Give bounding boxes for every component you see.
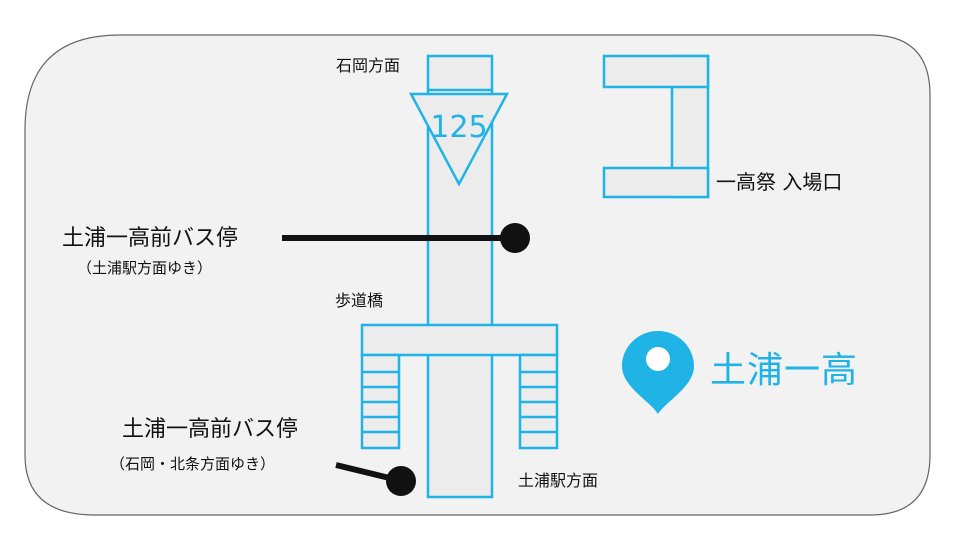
location-pin-icon[interactable] xyxy=(622,331,694,414)
pedestrian-bridge-deck xyxy=(360,323,559,357)
bus-stop-south-direction: （石岡・北条方面ゆき） xyxy=(110,455,276,473)
direction-ishioka-label: 石岡方面 xyxy=(336,56,401,75)
direction-tsuchiura-station-label: 土浦駅方面 xyxy=(518,471,599,490)
bus-stop-marker-icon[interactable] xyxy=(500,223,530,253)
destination-label: 土浦一高 xyxy=(710,350,859,391)
bus-stop-north-name: 土浦一高前バス停 xyxy=(62,226,239,251)
left-stairs xyxy=(360,353,401,450)
festival-entrance-label: 一高祭 入場口 xyxy=(716,170,843,194)
right-stairs xyxy=(518,353,559,450)
bus-stop-marker-icon[interactable] xyxy=(386,466,416,496)
pedestrian-bridge-label: 歩道橋 xyxy=(335,291,384,310)
festival-entrance-building xyxy=(602,54,710,199)
bus-stop-north-direction: （土浦駅方面ゆき） xyxy=(77,259,213,277)
bus-stop-south-name: 土浦一高前バス停 xyxy=(122,417,299,442)
route-number: 125 xyxy=(430,110,487,145)
route-shield-icon xyxy=(408,92,510,187)
